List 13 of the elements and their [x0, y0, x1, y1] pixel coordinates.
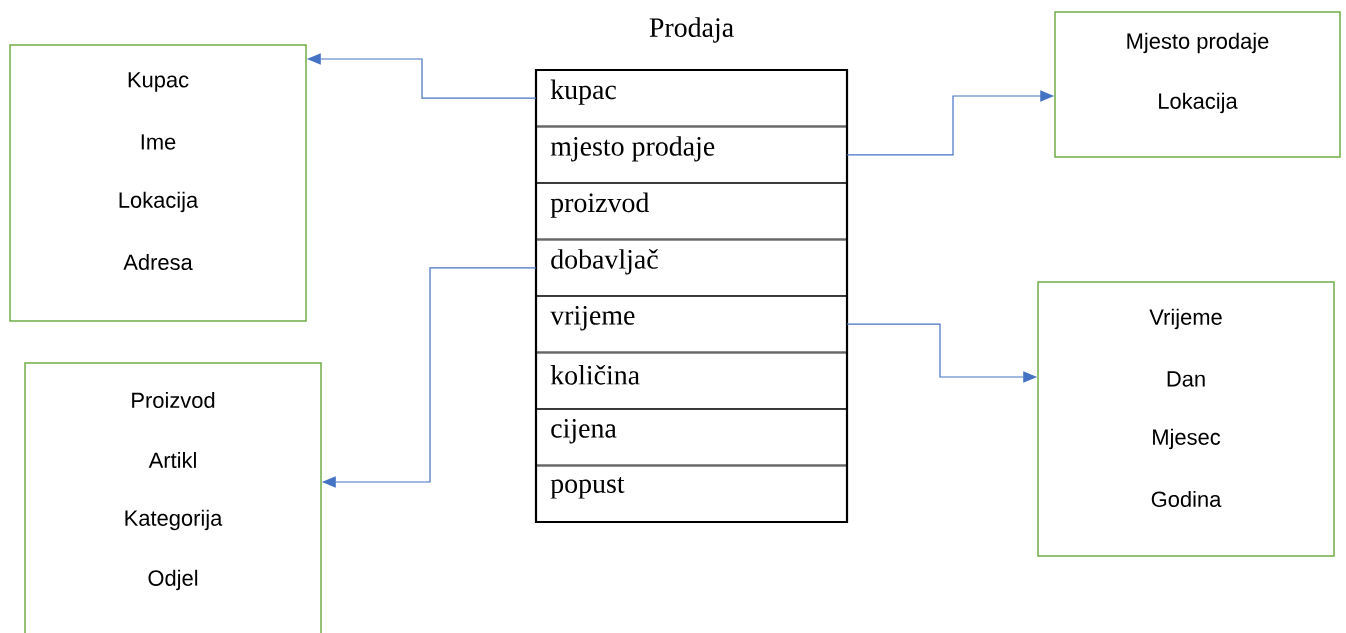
- node-label: Prodaja: [649, 17, 734, 43]
- table-row: dobavljač: [536, 239, 847, 296]
- table-row: mjesto prodaje: [536, 126, 847, 183]
- table-row: količina: [536, 352, 847, 409]
- entity-box: Vrijeme Dan Mjesec Godina: [1037, 281, 1335, 557]
- table-row: kupac: [536, 70, 847, 127]
- entity-box: Kupac Ime Lokacija Adresa: [9, 44, 307, 322]
- entity-box: Proizvod Artikl Kategorija Odjel: [24, 362, 322, 633]
- table-row: popust: [536, 465, 847, 522]
- table-row: vrijeme: [536, 296, 847, 353]
- entity-box: Mjesto prodaje Lokacija: [1054, 11, 1341, 158]
- table-row: proizvod: [536, 183, 847, 240]
- table-row: cijena: [536, 409, 847, 466]
